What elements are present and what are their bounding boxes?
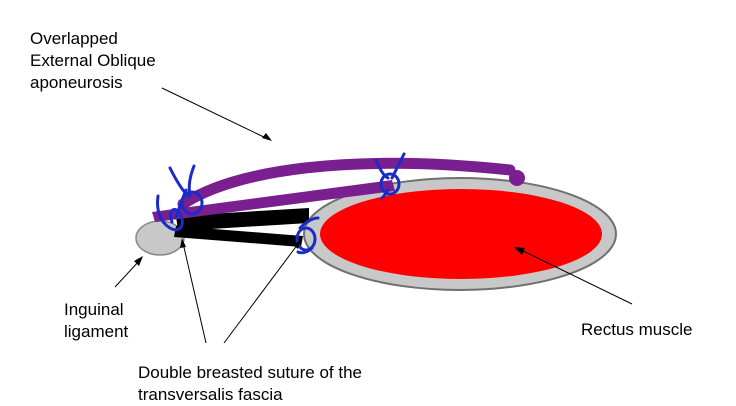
rectus-muscle-shape [320,189,602,279]
aponeurosis-end-cap [509,170,525,186]
label-external-oblique-aponeurosis: Overlapped External Oblique aponeurosis [30,28,156,94]
label-rectus-muscle: Rectus muscle [581,319,692,341]
arrow-aponeurosis [162,88,268,139]
arrow-inguinal-ligament [115,260,140,287]
arrow-suture-left [183,243,206,343]
transversalis-fascia-lower [174,226,303,247]
label-inguinal-ligament: Inguinal ligament [64,299,128,343]
arrow-suture-right [224,244,298,343]
label-transversalis-suture: Double breasted suture of the transversa… [138,362,362,406]
